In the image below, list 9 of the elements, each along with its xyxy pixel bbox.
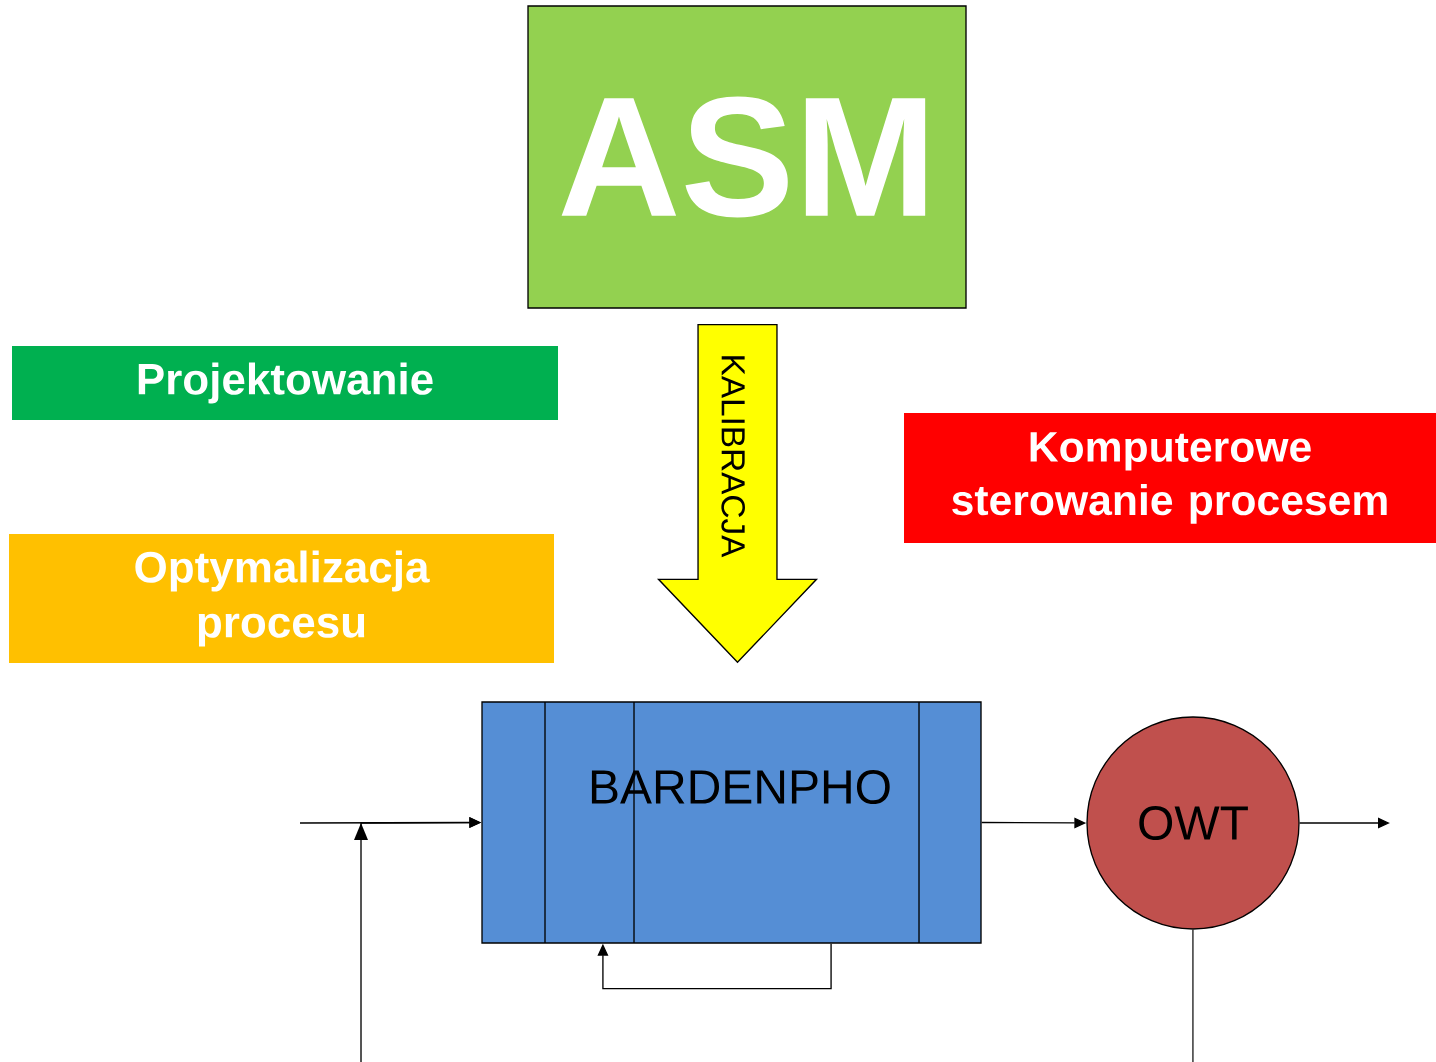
label-box: Projektowanie — [12, 346, 558, 420]
arrow — [597, 943, 832, 990]
block-arrow — [656, 324, 819, 664]
label-box: Optymalizacja procesu — [9, 534, 554, 663]
line — [1192, 929, 1194, 1062]
arrow — [1299, 817, 1390, 829]
edge-label: KALIBRACJA — [721, 356, 745, 558]
title-box: ASM — [527, 5, 967, 309]
label-box: Komputerowe sterowanie procesem — [904, 413, 1436, 543]
